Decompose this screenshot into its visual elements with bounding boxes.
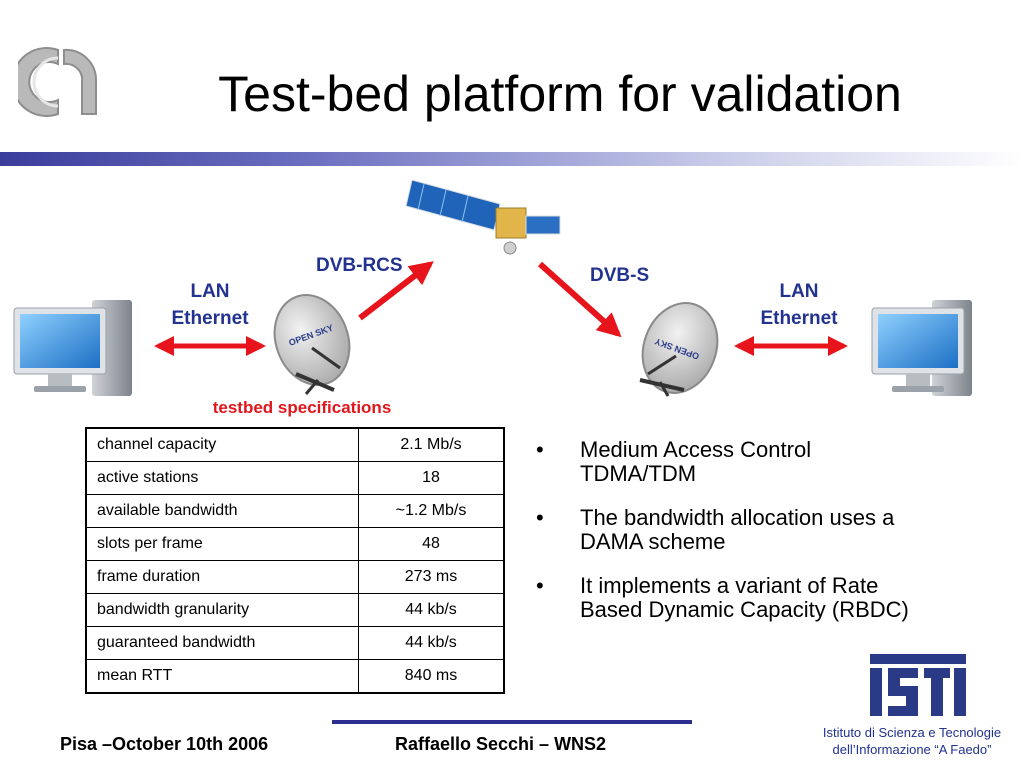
left-computer-icon bbox=[13, 300, 132, 396]
isti-logo-icon bbox=[870, 654, 966, 716]
uplink-label: DVB-RCS bbox=[316, 255, 403, 276]
bullet-marker: • bbox=[536, 505, 544, 530]
downlink-label: DVB-S bbox=[590, 265, 650, 286]
bullet-marker: • bbox=[536, 573, 544, 598]
bullet-marker: • bbox=[536, 437, 544, 462]
satellite-icon bbox=[405, 179, 561, 255]
downlink-arrow bbox=[537, 261, 622, 338]
cnr-logo-icon bbox=[18, 47, 98, 117]
slide-title: Test-bed platform for validation bbox=[218, 66, 902, 122]
footer-date: Pisa –October 10th 2006 bbox=[60, 734, 269, 754]
spec-table-caption: testbed specifications bbox=[212, 398, 392, 417]
right-satellite-dish-icon: OPEN SKY bbox=[639, 302, 719, 397]
footer-author: Raffaello Secchi – WNS2 bbox=[395, 734, 607, 754]
left-satellite-dish-icon: OPEN SKY bbox=[273, 294, 351, 395]
right-computer-icon bbox=[871, 300, 972, 396]
uplink-arrow bbox=[358, 261, 434, 321]
title-gradient-bar bbox=[0, 152, 1024, 166]
table-row: available bandwidth~1.2 Mb/s bbox=[85, 494, 505, 528]
footer-divider bbox=[332, 720, 692, 724]
